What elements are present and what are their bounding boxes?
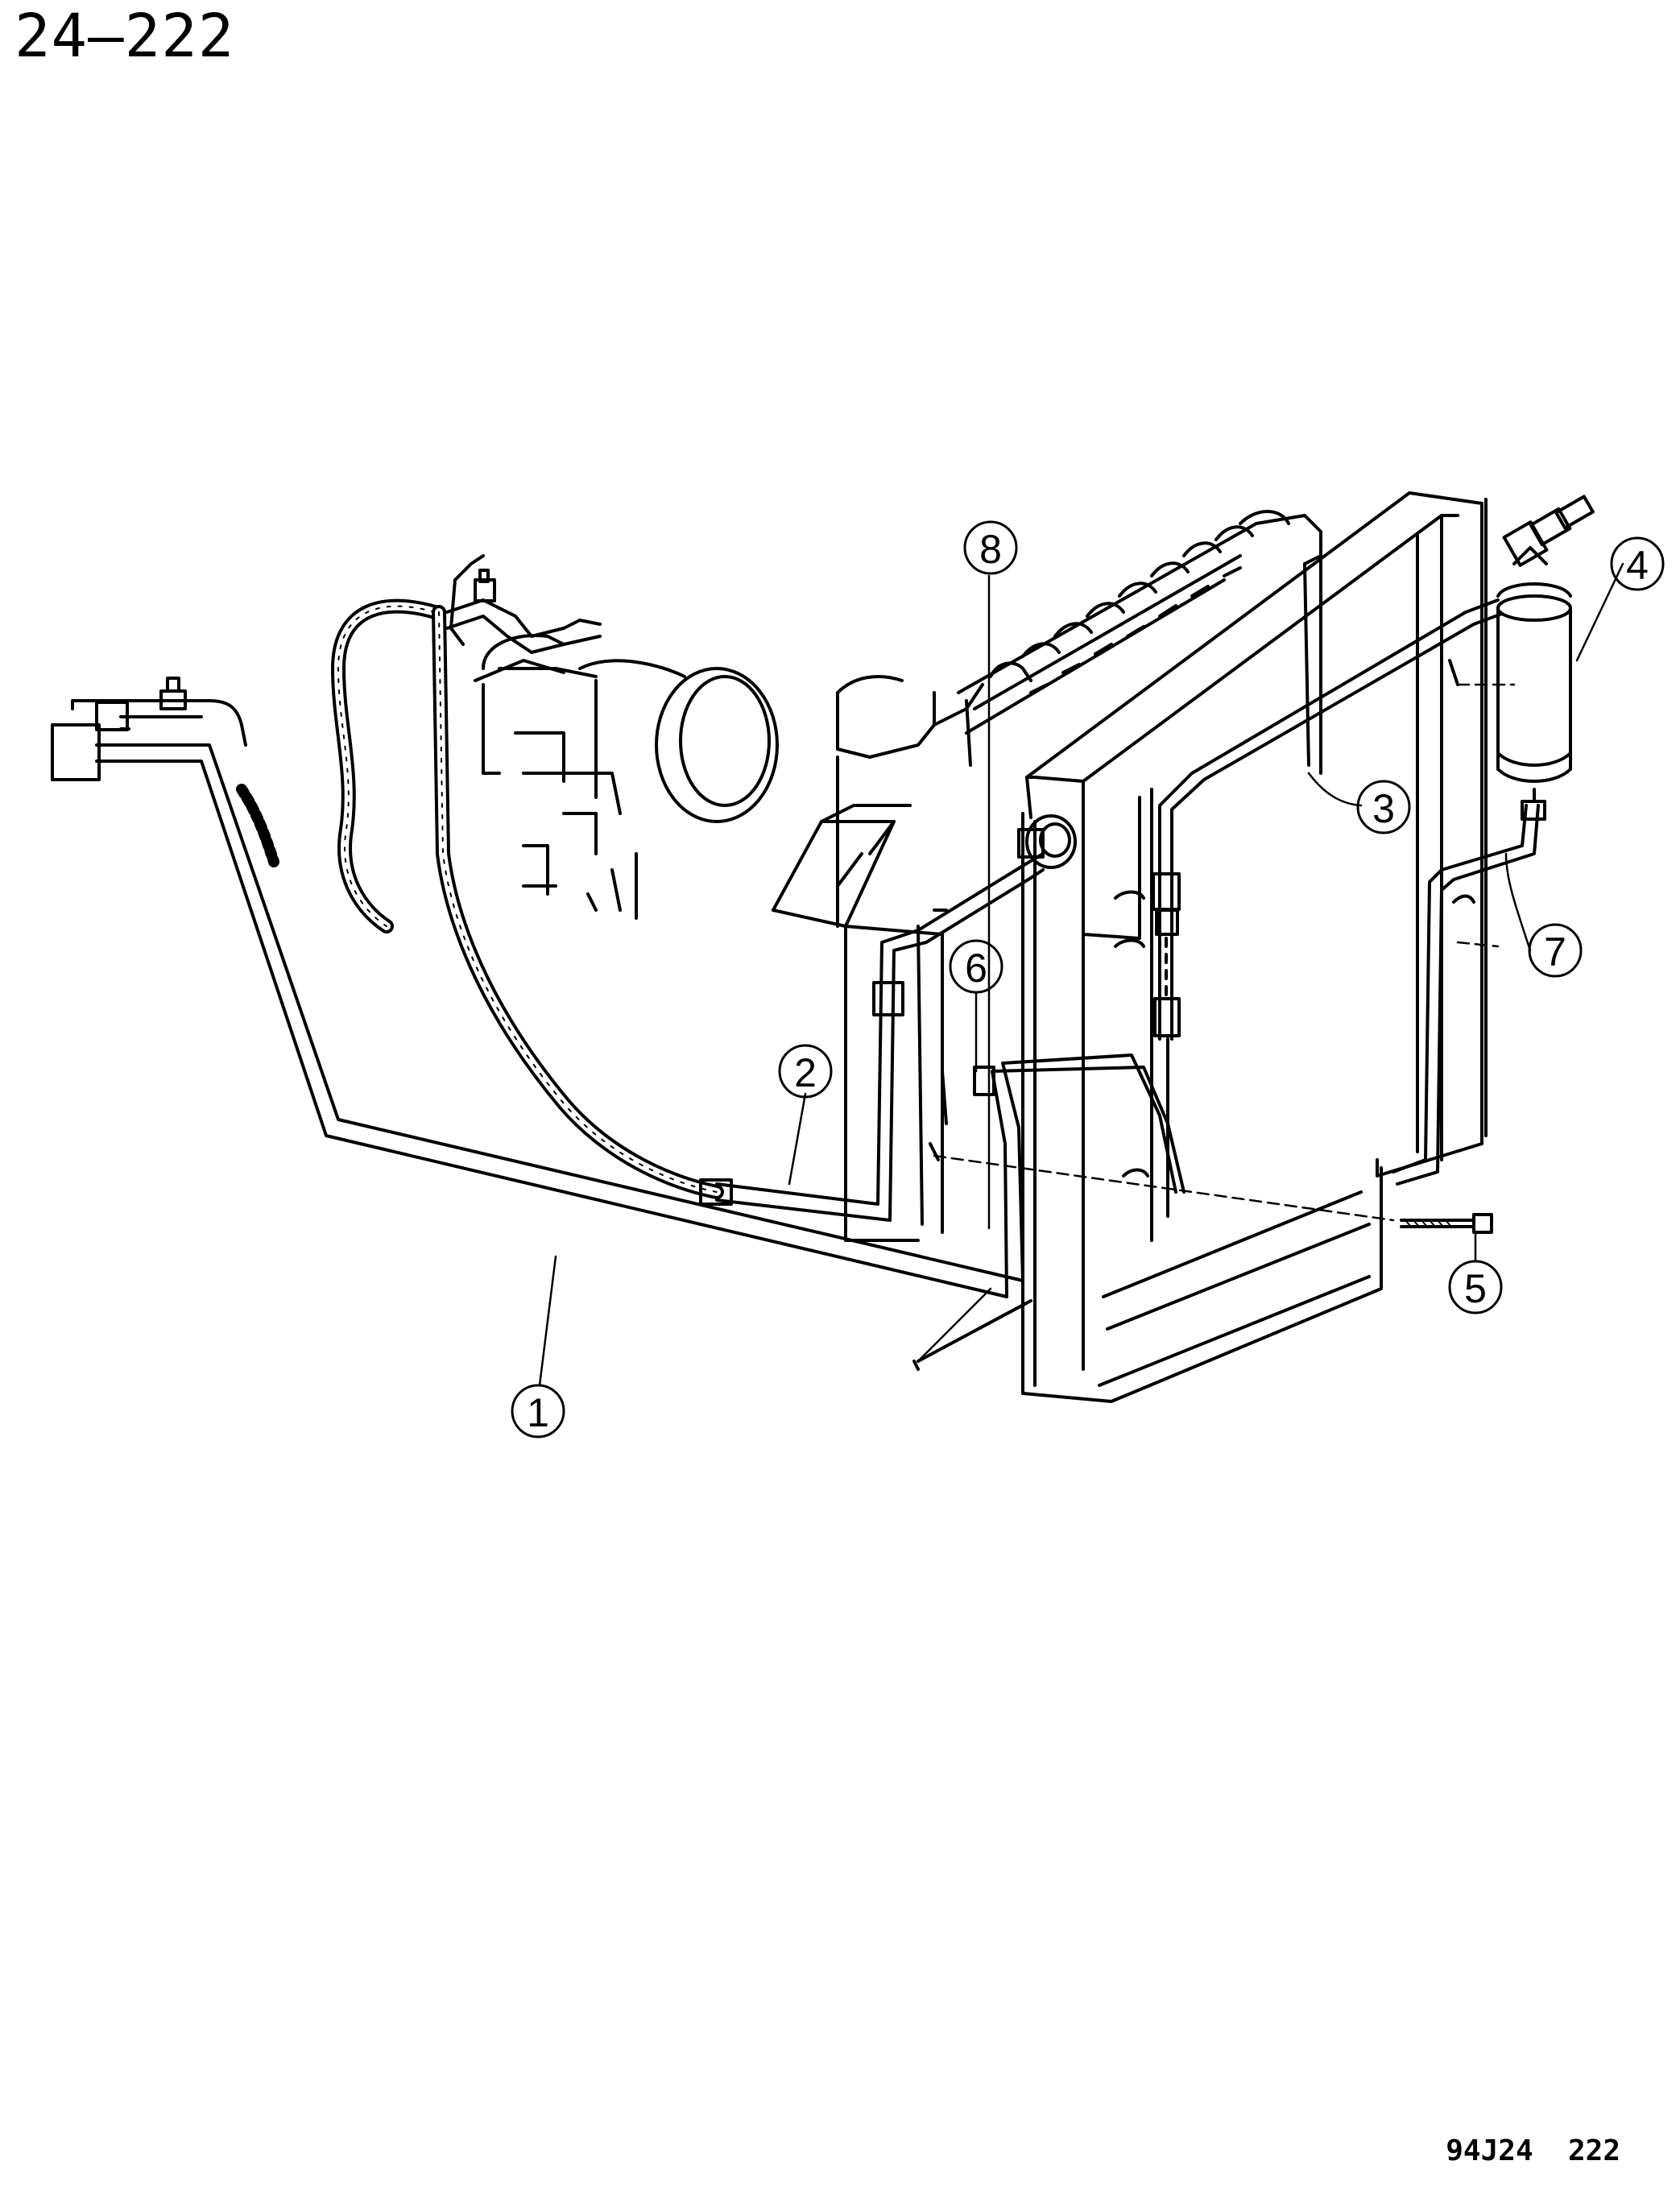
svg-text:1: 1: [527, 1390, 549, 1435]
receiver-drier: [1496, 495, 1595, 821]
callout-7: 7: [1528, 923, 1583, 978]
callout-1: 1: [511, 1384, 565, 1438]
line-2: [331, 569, 1045, 1222]
condenser-frame: [912, 491, 1488, 1403]
condenser-line: [1152, 598, 1504, 1218]
callout-8: 8: [963, 520, 1018, 575]
line-7: [1392, 804, 1540, 1186]
engine-outline: [449, 554, 984, 1242]
svg-text:6: 6: [965, 946, 987, 991]
page-number: 24—222: [14, 2, 235, 71]
svg-text:5: 5: [1464, 1266, 1487, 1311]
svg-text:3: 3: [1372, 786, 1395, 831]
callout-4: 4: [1610, 536, 1665, 591]
svg-text:4: 4: [1626, 543, 1649, 588]
callout-6: 6: [949, 939, 1003, 994]
line-1: [51, 677, 1186, 1298]
bracket: [929, 1066, 995, 1161]
svg-text:8: 8: [979, 527, 1002, 572]
callout-5: 5: [1448, 1260, 1503, 1314]
callout-3: 3: [1356, 780, 1411, 834]
svg-text:7: 7: [1544, 929, 1566, 975]
assembly-guide-lines: [933, 683, 1516, 1222]
figure-code: 94J24 222: [1446, 2134, 1620, 2167]
line-8-fitting: [1017, 814, 1077, 869]
compressor-pulley: [655, 667, 779, 823]
compressor-pulley-inner: [679, 675, 771, 807]
bolt: [1400, 1213, 1493, 1234]
svg-text:2: 2: [794, 1050, 817, 1095]
callout-2: 2: [778, 1044, 833, 1099]
radiator-core: [957, 510, 1322, 775]
leader-lines: [538, 562, 1624, 1387]
